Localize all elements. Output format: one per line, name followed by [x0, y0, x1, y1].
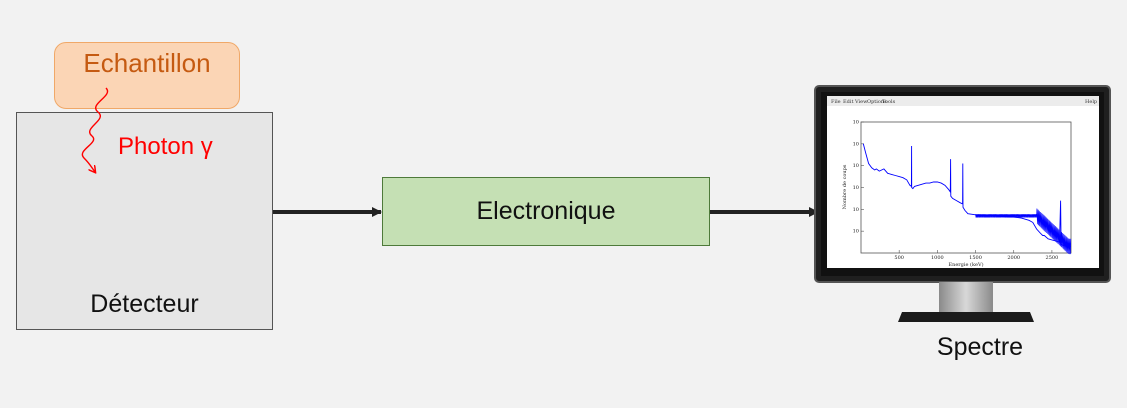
- photon-path: [81, 87, 109, 172]
- spectrum-label: Spectre: [936, 333, 1024, 361]
- electronics-box: [382, 177, 710, 246]
- x-tick-label: 1000: [931, 255, 944, 261]
- detector-box: [16, 112, 273, 330]
- y-tick-label: 10: [853, 185, 859, 191]
- spectrum-noise-band: [975, 208, 1072, 255]
- detector-label: Détecteur: [90, 290, 199, 318]
- y-tick-label: 10: [853, 207, 859, 213]
- x-axis-label: Energie (keV): [948, 261, 983, 268]
- x-tick-label: 500: [894, 255, 904, 261]
- screen-menu: File Edit View Options Tools Help: [831, 99, 1097, 105]
- monitor: File Edit View Options Tools Help 101010…: [814, 85, 1111, 322]
- menu-item-options: Options: [867, 99, 887, 105]
- y-axis-ticks: 10 10 10 10 10 10: [853, 120, 864, 235]
- monitor-stand-base: [898, 312, 1034, 322]
- menu-item-file: File: [831, 99, 841, 105]
- spectrum-series-line: [862, 143, 1071, 247]
- screen-menubar: [827, 96, 1099, 106]
- y-tick-label: 10: [853, 229, 859, 235]
- sample-label: Echantillon: [83, 48, 211, 78]
- y-axis-label: Nombre de coups: [842, 164, 848, 209]
- y-tick-label: 10: [853, 141, 859, 147]
- menu-item-tools: Tools: [882, 99, 896, 105]
- x-axis-ticks: 500 1000 1500 2000 2500: [894, 250, 1058, 261]
- x-tick-label: 2000: [1007, 255, 1020, 261]
- x-tick-label: 2500: [1046, 255, 1059, 261]
- menu-item-view: View: [854, 99, 868, 105]
- y-tick-label: 10: [853, 120, 859, 126]
- electronics-label: Electronique: [476, 197, 616, 225]
- monitor-stand-neck: [939, 282, 993, 312]
- x-tick-label: 1500: [969, 255, 982, 261]
- y-tick-label: 10: [853, 163, 859, 169]
- menu-item-help: Help: [1085, 99, 1097, 105]
- sample-box: [54, 42, 240, 109]
- photon-label: Photon γ: [118, 133, 213, 160]
- menu-item-edit: Edit: [843, 99, 853, 105]
